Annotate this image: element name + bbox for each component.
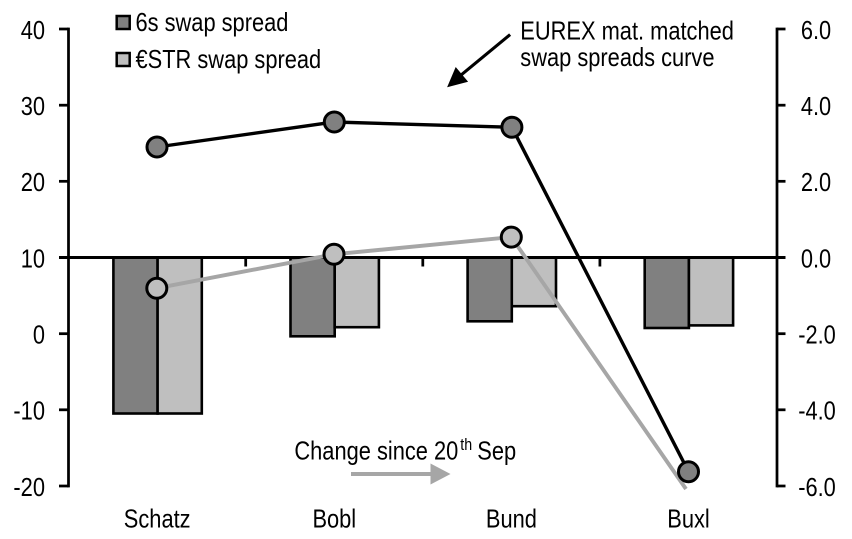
svg-text:10: 10 bbox=[21, 243, 45, 273]
svg-text:Change since 20: Change since 20 bbox=[294, 436, 458, 466]
svg-text:-10: -10 bbox=[13, 396, 45, 426]
svg-text:30: 30 bbox=[21, 91, 45, 121]
svg-text:€STR swap spread: €STR swap spread bbox=[136, 44, 322, 74]
svg-text:-20: -20 bbox=[13, 472, 45, 502]
svg-text:Bobl: Bobl bbox=[312, 504, 356, 534]
svg-text:0.0: 0.0 bbox=[801, 243, 831, 273]
svg-text:20: 20 bbox=[21, 167, 45, 197]
svg-text:40: 40 bbox=[21, 15, 45, 45]
svg-text:-6.0: -6.0 bbox=[798, 472, 836, 502]
svg-text:6s swap spread: 6s swap spread bbox=[136, 7, 289, 37]
svg-text:swap spreads curve: swap spreads curve bbox=[520, 42, 714, 72]
svg-text:0: 0 bbox=[33, 320, 45, 350]
svg-text:Buxl: Buxl bbox=[667, 504, 710, 534]
svg-text:th: th bbox=[460, 435, 472, 454]
svg-text:-4.0: -4.0 bbox=[798, 396, 836, 426]
svg-text:4.0: 4.0 bbox=[801, 91, 831, 121]
svg-text:Schatz: Schatz bbox=[124, 504, 191, 534]
svg-text:EUREX mat. matched: EUREX mat. matched bbox=[520, 16, 734, 46]
svg-text:6.0: 6.0 bbox=[801, 15, 831, 45]
svg-text:Sep: Sep bbox=[477, 436, 516, 466]
svg-text:2.0: 2.0 bbox=[801, 167, 831, 197]
svg-text:Bund: Bund bbox=[486, 504, 537, 534]
svg-text:-2.0: -2.0 bbox=[798, 320, 836, 350]
